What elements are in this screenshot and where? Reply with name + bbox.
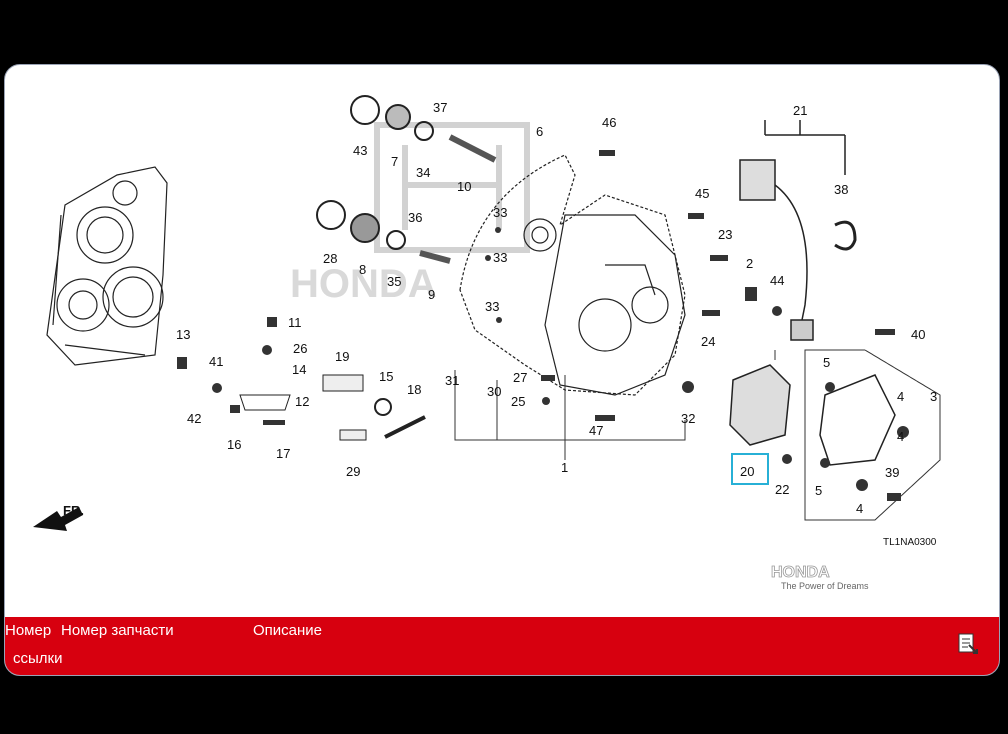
- callout-21[interactable]: 21: [793, 103, 807, 118]
- fr-label: FR.: [63, 503, 84, 518]
- diagram-code: TL1NA0300: [883, 537, 937, 548]
- callout-43[interactable]: 43: [353, 143, 367, 158]
- callout-1[interactable]: 1: [561, 460, 568, 475]
- col-part-number[interactable]: Номер запчасти: [61, 622, 174, 639]
- callout-23[interactable]: 23: [718, 227, 732, 242]
- leader-lines: [454, 349, 941, 521]
- callout-31[interactable]: 31: [445, 373, 459, 388]
- callout-35[interactable]: 35: [387, 274, 401, 289]
- callout-4-a[interactable]: 4: [897, 389, 904, 404]
- watermark-logo: [374, 122, 530, 253]
- front-arrow-icon: FR.: [33, 503, 84, 531]
- callout-40[interactable]: 40: [911, 327, 925, 342]
- callout-42[interactable]: 42: [187, 411, 201, 426]
- callout-9[interactable]: 9: [428, 287, 435, 302]
- callout-45[interactable]: 45: [695, 186, 709, 201]
- callout-18[interactable]: 18: [407, 382, 421, 397]
- callout-34[interactable]: 34: [416, 165, 430, 180]
- callout-2[interactable]: 2: [746, 256, 753, 271]
- callout-17[interactable]: 17: [276, 446, 290, 461]
- callout-29[interactable]: 29: [346, 464, 360, 479]
- callout-37[interactable]: 37: [433, 100, 447, 115]
- callout-25[interactable]: 25: [511, 394, 525, 409]
- callout-33-c[interactable]: 33: [485, 299, 499, 314]
- callout-5-a[interactable]: 5: [823, 355, 830, 370]
- fasteners-drawing: [177, 150, 909, 501]
- callout-19[interactable]: 19: [335, 349, 349, 364]
- print-icon[interactable]: [955, 631, 981, 657]
- callout-22[interactable]: 22: [775, 482, 789, 497]
- callout-38[interactable]: 38: [834, 182, 848, 197]
- col-description[interactable]: Описание: [253, 622, 323, 639]
- callout-7[interactable]: 7: [391, 154, 398, 169]
- parts-diagram: HONDA: [5, 65, 999, 617]
- callout-12[interactable]: 12: [295, 394, 309, 409]
- callout-6[interactable]: 6: [536, 124, 543, 139]
- callout-8[interactable]: 8: [359, 262, 366, 277]
- callout-4-c[interactable]: 4: [856, 501, 863, 516]
- col-ref-number-line2[interactable]: ссылки: [13, 650, 63, 667]
- callout-30[interactable]: 30: [487, 384, 501, 399]
- callout-24[interactable]: 24: [701, 334, 715, 349]
- callout-32[interactable]: 32: [681, 411, 695, 426]
- parts-diagram-svg: HONDA: [33, 95, 941, 591]
- callout-47[interactable]: 47: [589, 423, 603, 438]
- callout-28[interactable]: 28: [323, 251, 337, 266]
- callout-16[interactable]: 16: [227, 437, 241, 452]
- callout-14[interactable]: 14: [292, 362, 306, 377]
- callout-36[interactable]: 36: [408, 210, 422, 225]
- seal-rings-drawing: [316, 95, 497, 264]
- callout-41[interactable]: 41: [209, 354, 223, 369]
- callout-11[interactable]: 11: [288, 315, 302, 330]
- honda-logo-text: HONDA: [771, 564, 830, 581]
- diagram-panel: HONDA: [4, 64, 1000, 676]
- callout-3[interactable]: 3: [930, 389, 937, 404]
- watermark-honda-text: HONDA: [290, 262, 437, 306]
- case-cover-drawing: [459, 154, 686, 396]
- callout-44[interactable]: 44: [770, 273, 784, 288]
- callout-39[interactable]: 39: [885, 465, 899, 480]
- callout-10[interactable]: 10: [457, 179, 471, 194]
- highlight-box: [731, 453, 769, 485]
- callout-5-b[interactable]: 5: [815, 483, 822, 498]
- col-ref-number-line1[interactable]: Номер: [5, 622, 52, 639]
- table-header: Номер ссылки Номер запчасти Описание: [5, 617, 999, 675]
- callout-33-a[interactable]: 33: [493, 205, 507, 220]
- callout-13[interactable]: 13: [176, 327, 190, 342]
- callout-46[interactable]: 46: [602, 115, 616, 130]
- honda-tagline: The Power of Dreams: [781, 581, 869, 591]
- callout-20[interactable]: 20: [740, 464, 754, 479]
- transmission-housing-drawing: [46, 166, 168, 366]
- callouts: 1 2 3 4 4 4 5 5 6 7 8 9 10 11 12 13 14 1…: [176, 100, 937, 516]
- callout-26[interactable]: 26: [293, 341, 307, 356]
- callout-4-b[interactable]: 4: [897, 429, 904, 444]
- callout-33-b[interactable]: 33: [493, 250, 507, 265]
- solenoid-harness-drawing: [729, 120, 896, 466]
- callout-27[interactable]: 27: [513, 370, 527, 385]
- callout-15[interactable]: 15: [379, 369, 393, 384]
